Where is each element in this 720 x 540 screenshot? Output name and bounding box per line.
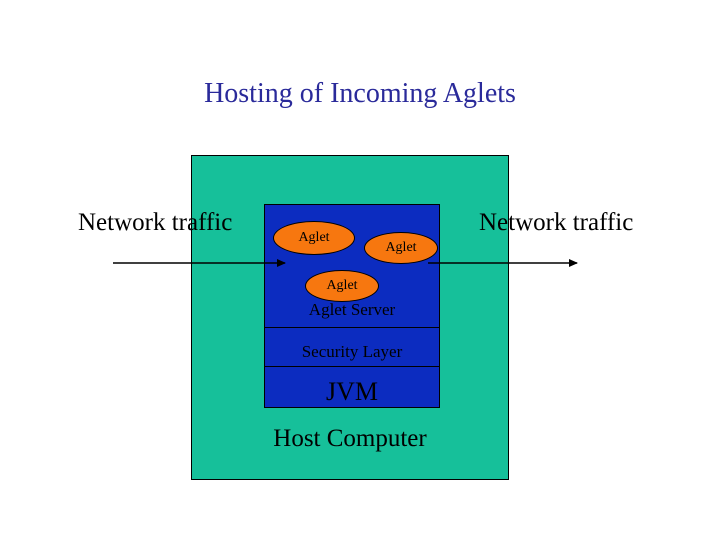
incoming-network-traffic-label: Network traffic (78, 209, 233, 236)
aglet-node-3: Aglet (305, 270, 379, 302)
aglet-node-1-label: Aglet (298, 230, 330, 245)
aglet-node-1: Aglet (273, 221, 355, 255)
aglet-node-3-label: Aglet (326, 278, 358, 293)
jvm-label: JVM (325, 377, 378, 406)
slide-title: Hosting of Incoming Aglets (204, 78, 516, 109)
security-layer-label: Security Layer (301, 342, 403, 361)
security-jvm-divider (264, 366, 440, 367)
aglet-node-2: Aglet (364, 232, 438, 264)
aglet-node-2-label: Aglet (385, 240, 417, 255)
host-computer-label: Host Computer (273, 425, 427, 452)
outgoing-network-traffic-label: Network traffic (479, 209, 634, 236)
aglet-server-label: Aglet Server (308, 300, 396, 319)
server-security-divider (264, 327, 440, 328)
